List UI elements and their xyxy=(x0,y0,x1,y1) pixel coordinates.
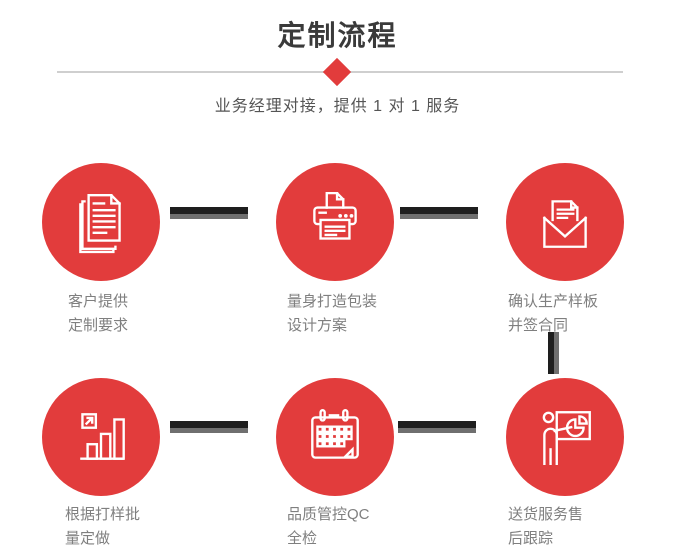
step-label-5: 品质管控QC 全检 xyxy=(287,503,370,550)
step-label-line: 客户提供 xyxy=(68,293,129,310)
calendar-icon xyxy=(311,409,359,459)
step-circle-3 xyxy=(506,163,624,281)
connector-step2-step3 xyxy=(400,207,478,219)
step-label-line: 全检 xyxy=(287,530,318,547)
step-circle-2 xyxy=(276,163,394,281)
step-circle-6 xyxy=(506,378,624,496)
printer-icon xyxy=(313,191,357,240)
envelope-icon xyxy=(542,200,588,248)
step-label-line: 送货服务售 xyxy=(508,506,584,523)
diamond-icon xyxy=(322,57,352,87)
presentation-icon xyxy=(542,411,591,465)
connector-step5-step6 xyxy=(398,421,476,433)
step-label-4: 根据打样批 量定做 xyxy=(65,503,140,550)
step-label-3: 确认生产样板 并签合同 xyxy=(508,290,598,338)
step-label-line: 确认生产样板 xyxy=(508,293,599,310)
step-label-line: 根据打样批 xyxy=(65,506,141,523)
step-circle-5 xyxy=(276,378,394,496)
step-label-line: 并签合同 xyxy=(508,317,569,334)
step-label-1: 客户提供 定制要求 xyxy=(68,290,128,338)
step-label-6: 送货服务售 后跟踪 xyxy=(508,503,583,550)
step-label-line: 品质管控QC xyxy=(287,506,370,523)
connector-step3-step6 xyxy=(548,332,559,374)
step-label-line: 量身打造包装 xyxy=(287,293,378,310)
step-label-line: 量定做 xyxy=(65,530,111,547)
bar-chart-icon xyxy=(80,413,125,460)
step-circle-1 xyxy=(42,163,160,281)
section-subtitle: 业务经理对接，提供 1 对 1 服务 xyxy=(214,98,461,115)
page-title: 定制流程 xyxy=(277,20,398,51)
step-circle-4 xyxy=(42,378,160,496)
step-label-line: 后跟踪 xyxy=(508,530,554,547)
step-label-line: 定制要求 xyxy=(68,317,129,334)
documents-icon xyxy=(79,194,121,254)
step-label-2: 量身打造包装 设计方案 xyxy=(287,290,377,338)
connector-step4-step5 xyxy=(170,421,248,433)
step-label-line: 设计方案 xyxy=(287,317,348,334)
connector-step1-step2 xyxy=(170,207,248,219)
